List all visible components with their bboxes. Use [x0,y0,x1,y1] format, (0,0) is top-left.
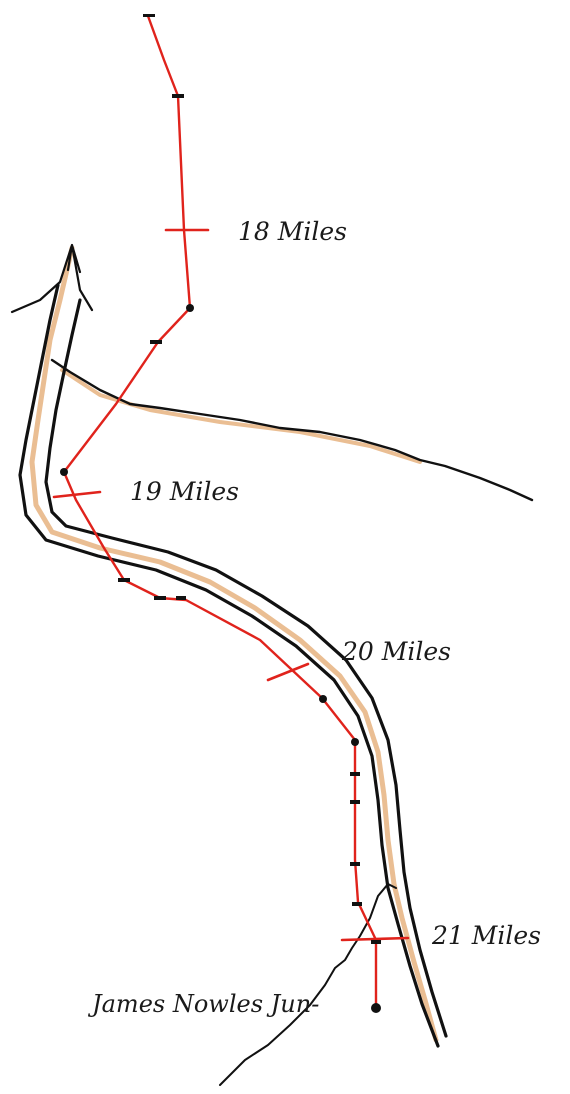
mile-marker-20 [266,662,310,682]
river-left-bank-tint [29,245,439,1043]
mile-label-20: 20 Miles [341,637,451,666]
station-tick [350,800,360,804]
mile-marker-21 [340,936,410,942]
station-tick [352,902,362,906]
station-tick [176,596,186,600]
river-arrow-icon [10,243,94,314]
station-tick [350,862,360,866]
station-tick [172,94,184,98]
station-tick [118,578,130,582]
station-point [319,695,327,703]
station-tick [371,940,381,944]
mile-label-18: 18 Miles [238,217,347,246]
station-point [371,1003,381,1013]
survey-route [62,14,378,1010]
station-point [186,304,194,312]
river-tributary [50,358,534,502]
station-tick [150,340,162,344]
river-outer-bank [18,283,440,1048]
mile-label-19: 19 Miles [130,477,239,506]
station-point [60,468,68,476]
station-tick [350,772,360,776]
station-points [60,14,381,1013]
mile-label-21: 21 Miles [431,921,541,950]
river-branch-south [219,883,397,1086]
surveyor-signature: James Nowles Jun- [87,990,319,1018]
river-inner-bank [44,298,448,1038]
route-line [62,14,378,1010]
mile-labels: 18 Miles 19 Miles 20 Miles 21 Miles [130,217,541,950]
river [10,243,534,1086]
mile-markers [52,228,410,942]
river-tint [29,245,439,1043]
station-point [351,738,359,746]
station-tick [143,14,155,17]
river-tributary-tint [60,368,422,464]
station-tick [154,596,166,600]
mile-marker-19 [52,490,102,499]
